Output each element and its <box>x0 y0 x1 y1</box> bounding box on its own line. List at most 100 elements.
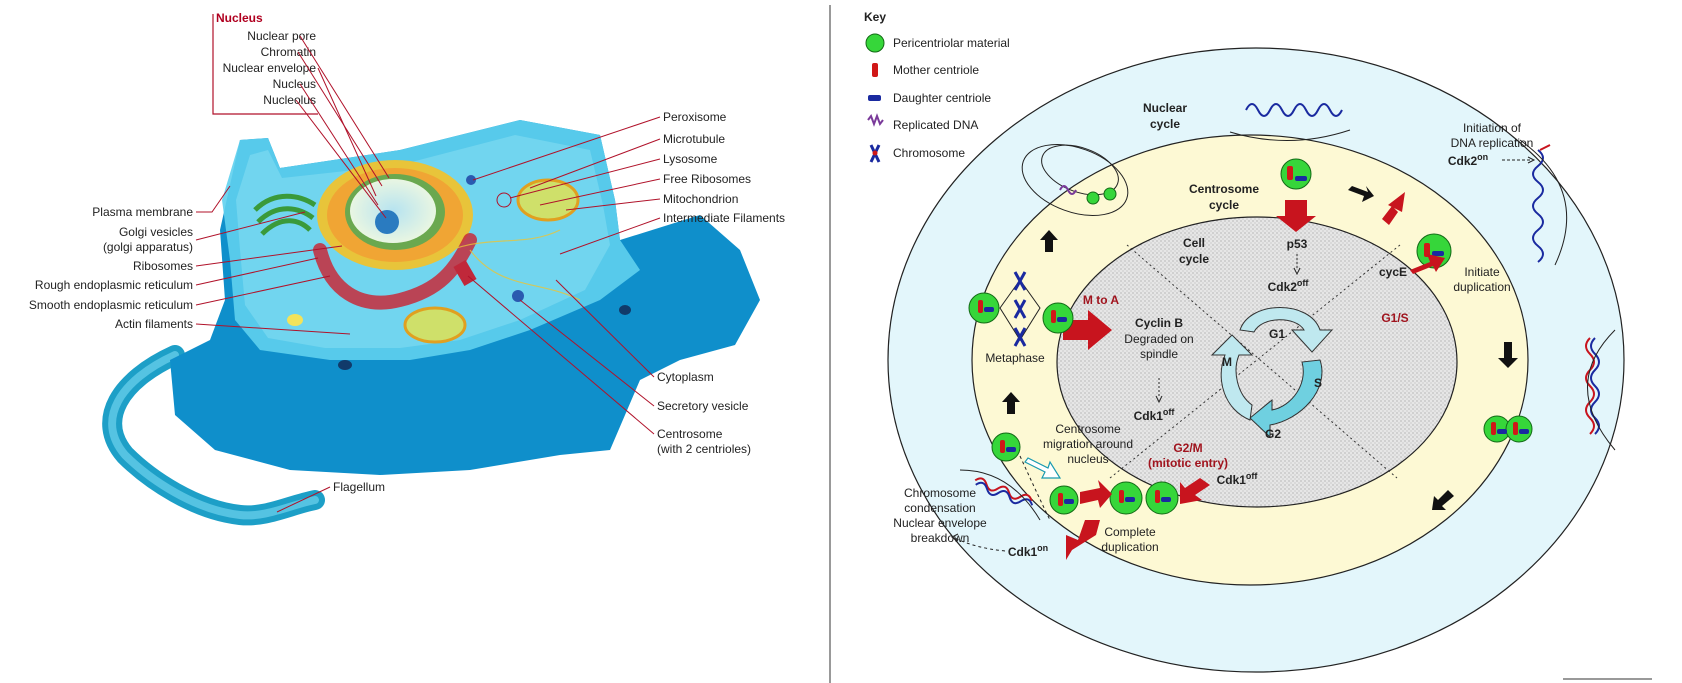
centro-mig-label-2: migration around <box>1043 437 1133 451</box>
arrow-to-initiate <box>1382 192 1405 225</box>
centrosome-right-1-m <box>1491 422 1496 435</box>
cyclinb-arrowhead <box>1155 395 1163 404</box>
metaphase-centrosome-left <box>968 292 1000 324</box>
centrosome-right-2 <box>1505 415 1533 443</box>
lead-peroxisome <box>472 116 661 181</box>
daughter-centriole-key-icon <box>868 95 881 101</box>
s-label: S <box>1314 376 1322 390</box>
chrom-label-2: condensation <box>904 501 975 515</box>
lead-cytoplasm <box>555 279 655 378</box>
lead-mitochondrion <box>565 198 661 211</box>
lead-chromatin <box>297 51 383 187</box>
label-chromatin: Chromatin <box>261 45 316 59</box>
replicated-dna-key-icon <box>867 113 884 127</box>
chrom-label-3: Nuclear envelope <box>893 516 987 530</box>
spindle-sketch-1 <box>1021 144 1129 216</box>
chromosome-key-centromere <box>872 150 878 156</box>
cdk2off-label: Cdk2off <box>1268 278 1310 294</box>
m-label: M <box>1222 355 1232 369</box>
p53-arrowhead <box>1293 267 1301 276</box>
spindle-centrosome-2 <box>1103 187 1117 201</box>
nucleus-header: Nucleus <box>216 11 263 25</box>
ring-arrow-3 <box>1432 490 1454 510</box>
lead-microtubule <box>529 138 661 189</box>
lead-nuclear-pore <box>299 35 390 179</box>
vesicle-dark-1 <box>338 360 352 370</box>
centrosome-migration-m <box>1000 440 1005 453</box>
metaphase-left-d <box>984 307 994 312</box>
metaphase-chromosomes <box>1013 271 1027 347</box>
cyclin-b-label-3: spindle <box>1140 347 1178 361</box>
lead-centrosome <box>467 275 655 435</box>
cyclin-b-label-1: Cyclin B <box>1135 316 1183 330</box>
g1s-label: G1/S <box>1381 311 1408 325</box>
g2m-label-1: G2/M <box>1173 441 1202 455</box>
lead-plasma-membrane <box>196 185 231 213</box>
lead-actin <box>195 323 351 335</box>
label-plasma-membrane: Plasma membrane <box>92 205 193 219</box>
lead-nucleolus <box>295 99 387 219</box>
centrosome-bottom-1-d <box>1125 497 1135 502</box>
ring-arrow-1 <box>1348 186 1374 202</box>
lead-secretory-vesicle <box>519 299 655 407</box>
label-mitochondrion: Mitochondrion <box>663 192 738 206</box>
initiate-dup-label-1: Initiate <box>1464 265 1500 279</box>
nucleolus-shape <box>375 210 399 234</box>
ring-arrow-4 <box>1040 230 1058 252</box>
p53-label: p53 <box>1287 237 1308 251</box>
label-secretory-vesicle: Secretory vesicle <box>657 399 749 413</box>
arrow-cyce <box>1410 254 1445 274</box>
centrosome-shape <box>453 259 477 287</box>
chrom-label-4: breakdown <box>911 531 970 545</box>
metaphase-right-d <box>1057 317 1067 322</box>
spindle-sketch-2 <box>1041 144 1119 196</box>
cell-cycle-label-1: Cell <box>1183 236 1205 250</box>
arrow-migration <box>1024 457 1062 479</box>
centro-mig-label-3: nucleus <box>1067 452 1108 466</box>
lead-ribosomes <box>195 245 343 267</box>
lysosome-marker <box>496 192 512 208</box>
label-nucleolus: Nucleolus <box>263 93 316 107</box>
nuclear-cycle-label-1: Nuclear <box>1143 101 1187 115</box>
lead-lysosome <box>509 158 661 199</box>
centrosome-initiate-d1 <box>1432 251 1444 256</box>
lead-free-ribosomes <box>539 178 661 206</box>
init-dna-label-2: DNA replication <box>1451 136 1534 150</box>
pcm-key-icon <box>865 33 885 53</box>
metaphase-spindle <box>999 279 1041 341</box>
cdk2on-arrowhead <box>1527 156 1536 164</box>
label-smooth-er: Smooth endoplasmic reticulum <box>29 298 193 312</box>
label-nuclear-pore: Nuclear pore <box>247 29 316 43</box>
label-cytoplasm: Cytoplasm <box>657 370 714 384</box>
g2m-label-2: (mitotic entry) <box>1148 456 1228 470</box>
key-item-mother: Mother centriole <box>893 63 979 77</box>
metaphase-right-m <box>1051 310 1056 323</box>
cycle-arrow-s <box>1249 359 1323 439</box>
centrosome-right-1-d <box>1497 429 1507 434</box>
filaments-shape <box>429 229 581 301</box>
ring-arrow-5 <box>1002 392 1020 414</box>
init-dna-label-1: Initiation of <box>1463 121 1522 135</box>
label-actin-filaments: Actin filaments <box>115 317 193 331</box>
cdk1on-dashed-arrow <box>954 537 1006 552</box>
centrosome-cycle-diagram: Key Pericentriolar material Mother centr… <box>864 10 1625 673</box>
initiate-dup-label-2: duplication <box>1453 280 1510 294</box>
key-title: Key <box>864 10 886 24</box>
key-item-daughter: Daughter centriole <box>893 91 991 105</box>
label-microtubule: Microtubule <box>663 132 725 146</box>
label-nuclear-envelope: Nuclear envelope <box>223 61 317 75</box>
centrosome-bottom-2-d <box>1161 497 1171 502</box>
replicating-dna-top-red <box>1539 144 1551 151</box>
nuclear-cycle-dna-wave <box>1245 103 1343 117</box>
nucleus-bracket <box>212 14 318 115</box>
arrow-p53 <box>1276 200 1316 232</box>
cell-cycle-label-2: cycle <box>1179 252 1209 266</box>
metaphase-label: Metaphase <box>985 351 1045 365</box>
cdk1on-arrowhead <box>951 533 959 542</box>
nuclear-cycle-arc <box>1229 129 1351 141</box>
lead-nuclear-envelope <box>317 67 377 197</box>
metaphase-left-m <box>978 300 983 313</box>
complete-dup-label-2: duplication <box>1101 540 1158 554</box>
lead-smooth-er <box>195 275 331 306</box>
